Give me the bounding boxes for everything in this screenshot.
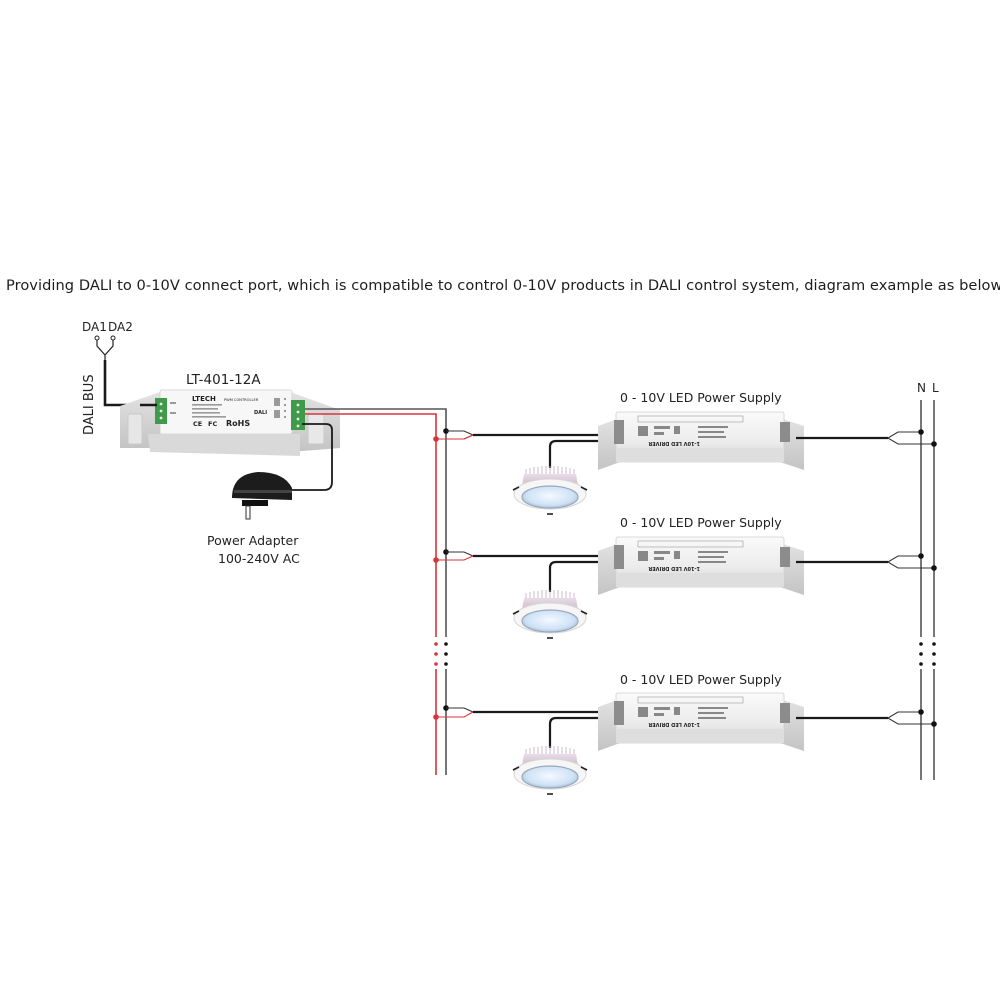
driver-row-1: 0 - 10V LED Power Supply 1-10V LED DRIVE… [433,390,937,515]
mains-bus: N L [914,381,942,780]
terminal-da2-icon [110,335,116,341]
terminal-da1-icon [94,335,100,341]
dali-bus: DA1 DA2 DALI BUS [82,320,160,435]
driver-2-label: 0 - 10V LED Power Supply [620,515,782,530]
mains-live-label: L [932,381,939,395]
led-driver-3 [597,692,805,752]
power-adapter: Power Adapter 100-240V AC [207,423,333,566]
controller-model-label: LT-401-12A [186,372,261,388]
driver-row-2: 0 - 10V LED Power Supply 1-10V LED DRIVE… [433,515,937,639]
dali-bus-label: DALI BUS [82,374,97,435]
continuation-dots [434,642,448,666]
controller-mark-rohs: RoHS [226,419,250,428]
adapter-cable [292,423,333,491]
led-driver-2 [597,536,805,596]
mains-continuation-dots [919,642,936,666]
driver-1-label: 0 - 10V LED Power Supply [620,390,782,405]
power-adapter-icon [232,472,292,500]
controller-brand: LTECH [192,395,216,403]
downlight-2-icon [512,589,588,639]
controller-output-terminal [291,400,305,430]
dim-plus-wire [305,413,437,775]
downlight-3-icon [512,745,588,795]
diagram-caption: Providing DALI to 0-10V connect port, wh… [6,277,1000,294]
controller-mark-ce: CE [193,420,202,428]
driver-3-print: 1-10V LED DRIVER [648,721,700,727]
controller-mark-fc: FC [208,420,217,428]
power-adapter-label: Power Adapter [207,533,299,548]
controller-mark-dali: DALI [254,410,267,416]
mains-neutral-label: N [917,381,926,395]
driver-row-3: 0 - 10V LED Power Supply 1-10V LED DRIVE… [433,672,937,795]
driver-1-print: 1-10V LED DRIVER [648,440,700,446]
terminal-da2-label: DA2 [108,320,133,334]
downlight-1-icon [512,465,588,515]
driver-2-print: 1-10V LED DRIVER [648,565,700,571]
driver-3-label: 0 - 10V LED Power Supply [620,672,782,687]
controller-brand-sub: PWM CONTROLLER [224,398,259,402]
dim-minus-wire [305,408,447,775]
power-adapter-spec: 100-240V AC [218,551,300,566]
led-driver-1 [597,411,805,471]
control-bus [305,408,452,775]
terminal-da1-label: DA1 [82,320,107,334]
